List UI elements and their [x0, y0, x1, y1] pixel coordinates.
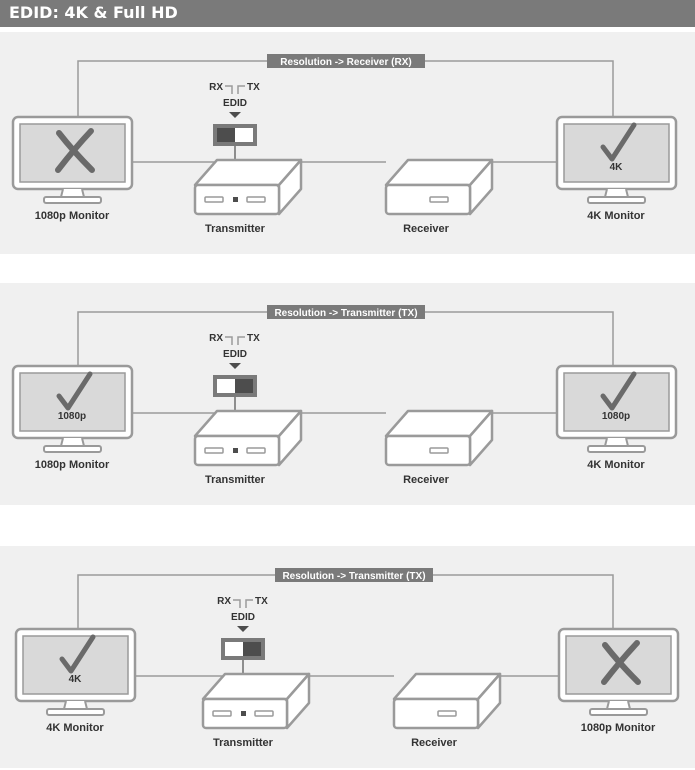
screen-resolution-text: 4K: [69, 674, 83, 685]
monitor-screen: [22, 635, 129, 695]
resolution-banner-box: [275, 568, 433, 582]
receiver-device: Receiver: [384, 158, 494, 235]
edid-bracket: [225, 85, 245, 94]
hdmi-port-icon: [204, 447, 224, 454]
hdmi-port-icon: [246, 447, 266, 454]
switch-slot-icon: [241, 711, 246, 716]
monitor-label: 4K Monitor: [587, 459, 645, 471]
left-monitor: 4K 4K Monitor: [14, 627, 137, 734]
resolution-banner-box: [267, 305, 425, 319]
edid-rx-label: RX: [209, 82, 223, 93]
arrow-down-icon: [229, 112, 241, 118]
hdmi-port-icon: [254, 710, 274, 717]
hdmi-port-icon: [204, 196, 224, 203]
screen-resolution-text: 1080p: [602, 411, 630, 422]
hdmi-port-icon: [437, 710, 457, 717]
screen-resolution-text: 1080p: [58, 411, 86, 422]
edid-tx-label: TX: [255, 596, 268, 607]
monitor-neck: [603, 437, 630, 447]
edid-switch-knob: [243, 642, 261, 656]
edid-tx-label: TX: [247, 333, 260, 344]
box-front: [384, 434, 472, 467]
switch-slot-icon: [233, 448, 238, 453]
right-monitor: 1080p Monitor: [557, 627, 680, 734]
receiver-device: Receiver: [384, 409, 494, 486]
device-label: Receiver: [411, 737, 458, 749]
cross-icon-stroke: [55, 128, 94, 173]
edid-label: EDID: [223, 98, 247, 109]
monitor-base: [43, 196, 102, 204]
left-monitor: 1080p 1080p Monitor: [11, 364, 134, 471]
monitor-label: 1080p Monitor: [35, 210, 110, 222]
monitor-base: [587, 196, 646, 204]
resolution-banner-text: Resolution -> Receiver (RX): [280, 57, 411, 68]
monitor-neck: [62, 700, 89, 710]
device-label: Receiver: [403, 474, 450, 486]
box-front: [392, 697, 480, 730]
transmitter-device: Transmitter: [193, 158, 303, 235]
device-label: Transmitter: [205, 474, 266, 486]
page-title: EDID: 4K & Full HD: [9, 3, 178, 22]
arrow-down-icon: [229, 363, 241, 369]
check-icon: [56, 371, 93, 411]
edid-label: EDID: [223, 349, 247, 360]
edid-label: EDID: [231, 612, 255, 623]
monitor-neck: [605, 700, 632, 710]
right-monitor: 1080p 4K Monitor: [555, 364, 678, 471]
check-icon: [59, 634, 96, 674]
monitor-label: 4K Monitor: [587, 210, 645, 222]
edid-tx-label: TX: [247, 82, 260, 93]
check-icon: [600, 371, 637, 411]
resolution-banner-text: Resolution -> Transmitter (TX): [274, 308, 417, 319]
edid-rx-label: RX: [209, 333, 223, 344]
monitor-neck: [603, 188, 630, 198]
edid-switch-knob: [217, 128, 235, 142]
switch-slot-icon: [233, 197, 238, 202]
box-front: [384, 183, 472, 216]
page-header: EDID: 4K & Full HD: [0, 0, 695, 27]
hdmi-port-icon: [429, 196, 449, 203]
hdmi-port-icon: [429, 447, 449, 454]
edid-switch-knob: [235, 379, 253, 393]
check-icon: [600, 122, 637, 162]
monitor-neck: [59, 437, 86, 447]
resolution-banner-text: Resolution -> Transmitter (TX): [282, 571, 425, 582]
device-label: Transmitter: [213, 737, 274, 749]
screen-resolution-text: 4K: [610, 162, 624, 173]
receiver-device: Receiver: [392, 672, 502, 749]
arrow-down-icon: [237, 626, 249, 632]
hdmi-port-icon: [212, 710, 232, 717]
monitor-neck: [59, 188, 86, 198]
edid-bracket: [233, 599, 253, 608]
edid-bracket: [225, 336, 245, 345]
right-monitor: 4K 4K Monitor: [555, 115, 678, 222]
monitor-label: 1080p Monitor: [581, 722, 656, 734]
cross-icon-stroke: [601, 640, 640, 685]
monitor-base: [587, 445, 646, 453]
hdmi-port-icon: [246, 196, 266, 203]
monitor-base: [589, 708, 648, 716]
monitor-base: [46, 708, 105, 716]
device-label: Receiver: [403, 223, 450, 235]
transmitter-device: Transmitter: [193, 409, 303, 486]
resolution-banner-box: [267, 54, 425, 68]
monitor-base: [43, 445, 102, 453]
edid-rx-label: RX: [217, 596, 231, 607]
device-label: Transmitter: [205, 223, 266, 235]
transmitter-device: Transmitter: [201, 672, 311, 749]
left-monitor: 1080p Monitor: [11, 115, 134, 222]
monitor-label: 1080p Monitor: [35, 459, 110, 471]
monitor-label: 4K Monitor: [46, 722, 104, 734]
